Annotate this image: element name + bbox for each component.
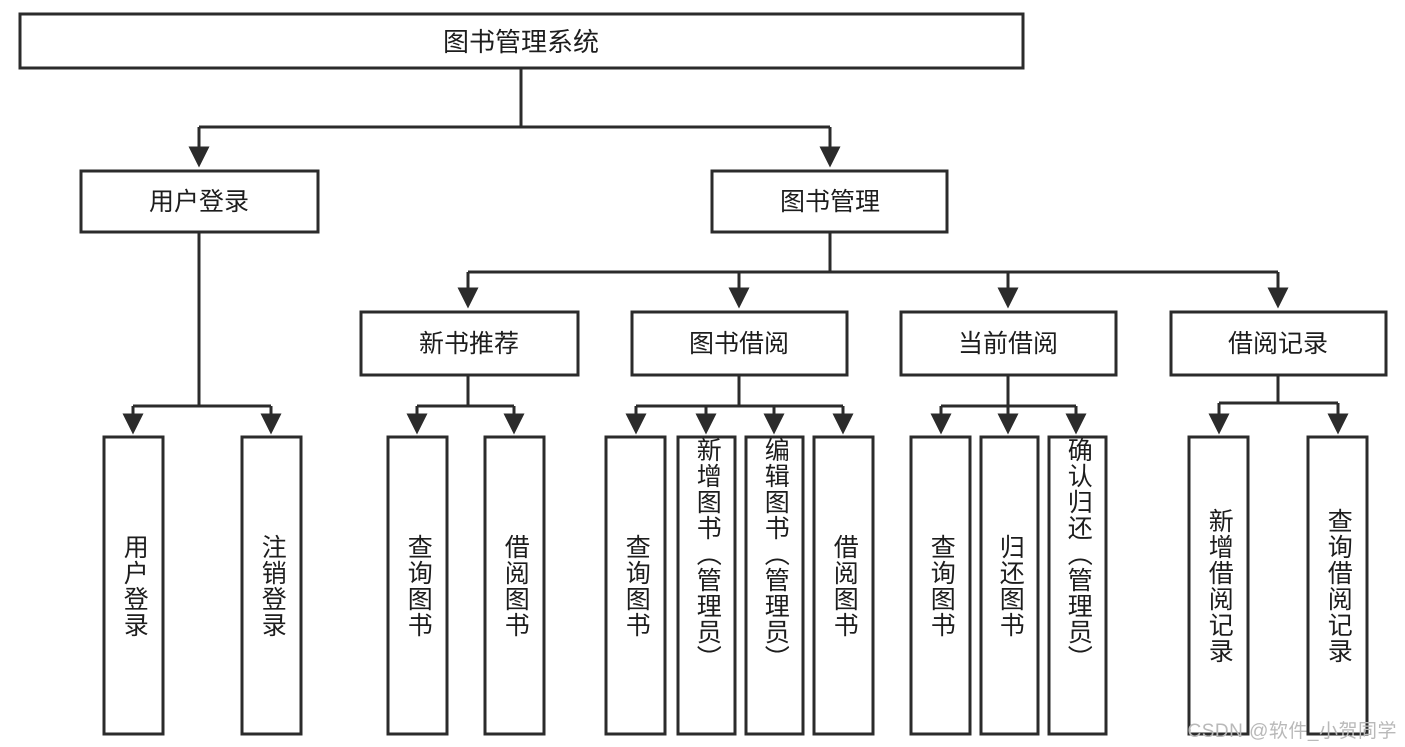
connector-recommend-to-leaves [406, 375, 525, 435]
node-new-book-recommend[interactable]: 新书推荐 [359, 310, 580, 377]
connector-record-to-leaves [1208, 375, 1349, 435]
leaf-box-current-1[interactable] [979, 435, 1040, 736]
node-book-management[interactable]: 图书管理 [710, 169, 949, 234]
leaf-box-record-0[interactable] [1187, 435, 1250, 736]
leaf-box-borrow-3[interactable] [812, 435, 875, 736]
leaf-box-recommend-1[interactable] [483, 435, 546, 736]
node-root-system[interactable]: 图书管理系统 [18, 12, 1025, 70]
csdn-watermark: CSDN @软件_小贺同学 [1187, 721, 1397, 742]
node-current-borrow[interactable]: 当前借阅 [899, 310, 1118, 377]
node-current-borrow-label: 当前借阅 [958, 330, 1058, 358]
node-new-book-recommend-label: 新书推荐 [419, 330, 519, 358]
leaf-box-current-2[interactable] [1047, 435, 1108, 736]
leaf-box-borrow-1[interactable] [676, 435, 737, 736]
leaf-box-record-1[interactable] [1306, 435, 1369, 736]
leaf-box-borrow-2[interactable] [744, 435, 805, 736]
leaf-box-borrow-0[interactable] [604, 435, 667, 736]
connector-userlogin-to-leaves [122, 232, 282, 435]
node-book-management-label: 图书管理 [780, 188, 880, 216]
node-root-label: 图书管理系统 [443, 27, 599, 57]
node-user-login[interactable]: 用户登录 [79, 169, 320, 234]
leaf-box-recommend-0[interactable] [386, 435, 449, 736]
node-book-borrow[interactable]: 图书借阅 [630, 310, 849, 377]
connector-root-to-level2 [188, 68, 841, 168]
connector-current-to-leaves [930, 375, 1087, 435]
node-borrow-record[interactable]: 借阅记录 [1169, 310, 1388, 377]
leaf-box-user-login-1[interactable] [240, 435, 303, 736]
node-book-borrow-label: 图书借阅 [689, 330, 789, 358]
leaf-box-user-login-0[interactable] [102, 435, 165, 736]
connector-borrow-to-leaves [625, 375, 854, 435]
node-borrow-record-label: 借阅记录 [1228, 330, 1328, 358]
connector-bookmgmt-to-level3 [457, 232, 1289, 309]
node-user-login-label: 用户登录 [149, 188, 249, 216]
leaf-box-current-0[interactable] [909, 435, 972, 736]
